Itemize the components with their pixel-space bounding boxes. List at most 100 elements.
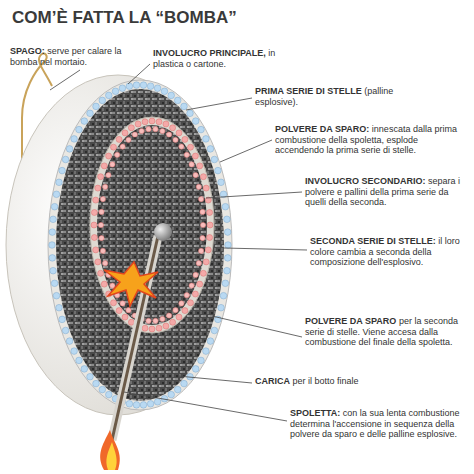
star-pellet bbox=[110, 283, 115, 288]
star-pellet bbox=[200, 222, 205, 227]
star-pellet bbox=[146, 318, 151, 323]
star-pellet bbox=[174, 386, 181, 393]
star-pellet bbox=[95, 259, 101, 265]
star-pellet bbox=[87, 373, 94, 380]
star-pellet bbox=[224, 216, 231, 223]
star-pellet bbox=[207, 338, 214, 345]
star-pellet bbox=[112, 88, 119, 95]
star-pellet bbox=[93, 197, 99, 203]
star-pellet bbox=[184, 152, 189, 157]
star-pellet bbox=[161, 88, 168, 95]
star-pellet bbox=[188, 300, 194, 306]
star-pellet bbox=[196, 184, 201, 189]
star-pellet bbox=[99, 209, 104, 214]
star-pellet bbox=[87, 110, 94, 117]
star-pellet bbox=[198, 126, 205, 133]
star-pellet bbox=[192, 366, 199, 373]
star-pellet bbox=[133, 82, 140, 89]
star-pellet bbox=[218, 304, 225, 311]
callout: POLVERE DA SPARO:innescata dalla prima c… bbox=[275, 124, 465, 156]
star-pellet bbox=[81, 118, 88, 125]
first-stars bbox=[49, 82, 232, 408]
gunpowder-outer bbox=[56, 89, 224, 401]
star-pellet bbox=[149, 118, 155, 124]
star-pellet bbox=[163, 121, 169, 127]
star-pellet bbox=[192, 153, 198, 159]
star-pellet bbox=[119, 85, 126, 92]
star-pellet bbox=[176, 130, 182, 136]
star-pellet bbox=[207, 210, 213, 216]
star-pellet bbox=[205, 247, 211, 253]
star-pellet bbox=[154, 85, 161, 92]
star-pellet bbox=[192, 291, 198, 297]
title: COM’È FATTA LA “BOMBA” bbox=[12, 8, 237, 28]
star-pellet bbox=[193, 272, 198, 277]
star-pellet bbox=[100, 197, 105, 202]
star-pellet bbox=[197, 163, 203, 169]
star-pellet bbox=[225, 242, 232, 249]
secondary-shell bbox=[90, 117, 214, 333]
star-pellet bbox=[156, 119, 162, 125]
star-pellet bbox=[106, 153, 112, 159]
callout-heading: INVOLUCRO SECONDARIO: bbox=[305, 176, 426, 186]
star-pellet bbox=[200, 174, 206, 180]
star-pellet bbox=[128, 125, 134, 131]
star-pellet bbox=[91, 235, 97, 241]
star-pellet bbox=[126, 401, 133, 408]
star-pellet bbox=[111, 144, 117, 150]
star-pellet bbox=[101, 163, 107, 169]
star-pellet bbox=[135, 121, 141, 127]
star-pellet bbox=[140, 82, 147, 89]
star-pellet bbox=[95, 185, 101, 191]
callout: SPOLETTA:con la sua lenta combustione de… bbox=[290, 408, 468, 440]
star-pellet bbox=[110, 162, 115, 167]
star-pellet bbox=[224, 267, 231, 274]
star-pellet bbox=[174, 97, 181, 104]
star-pellet bbox=[199, 197, 204, 202]
star-pellet bbox=[146, 127, 151, 132]
callout: INVOLUCRO SECONDARIO:separa i polvere e … bbox=[305, 176, 467, 208]
star-pellet bbox=[53, 191, 60, 198]
star-pellet bbox=[103, 261, 108, 266]
star-pellet bbox=[207, 146, 214, 153]
star-pellet bbox=[192, 118, 199, 125]
star-pellet bbox=[99, 236, 104, 241]
star-pellet bbox=[50, 216, 57, 223]
star-pellet bbox=[200, 270, 206, 276]
star-pellet bbox=[120, 301, 125, 306]
star-pellet bbox=[132, 132, 137, 137]
star-pellet bbox=[163, 323, 169, 329]
star-pellet bbox=[188, 144, 194, 150]
star-pellet bbox=[49, 255, 56, 262]
star-pellet bbox=[207, 222, 213, 228]
star-pellet bbox=[133, 402, 140, 409]
star-pellet bbox=[122, 314, 128, 320]
callout-heading: SECONDA SERIE DI STELLE: bbox=[310, 236, 436, 246]
callout: CARICAper il botto finale bbox=[255, 376, 455, 387]
star-pellet bbox=[115, 152, 120, 157]
star-pellet bbox=[120, 144, 125, 149]
star-pellet bbox=[142, 325, 148, 331]
callout-text: per il botto finale bbox=[293, 376, 359, 386]
star-pellet bbox=[203, 259, 209, 265]
callout-heading: SPAGO: bbox=[10, 46, 45, 56]
star-pellet bbox=[203, 185, 209, 191]
star-pellet bbox=[222, 203, 229, 210]
star-pellet bbox=[181, 380, 188, 387]
star-pellet bbox=[200, 209, 205, 214]
callout: INVOLUCRO PRINCIPALE,in plastica o carto… bbox=[153, 48, 303, 69]
star-pellet bbox=[182, 308, 188, 314]
star-pellet bbox=[126, 83, 133, 90]
star-pellet bbox=[59, 167, 66, 174]
star-pellet bbox=[160, 128, 165, 133]
star-pellet bbox=[98, 222, 103, 227]
star-pellet bbox=[142, 119, 148, 125]
star-pellet bbox=[147, 401, 154, 408]
star-pellet bbox=[173, 137, 178, 142]
star-pellet bbox=[62, 327, 69, 334]
star-pellet bbox=[59, 316, 66, 323]
final-charge bbox=[154, 223, 172, 241]
callout-heading: SPOLETTA: bbox=[290, 408, 340, 418]
fuse-flame-core bbox=[106, 442, 116, 470]
star-pellet bbox=[51, 203, 58, 210]
